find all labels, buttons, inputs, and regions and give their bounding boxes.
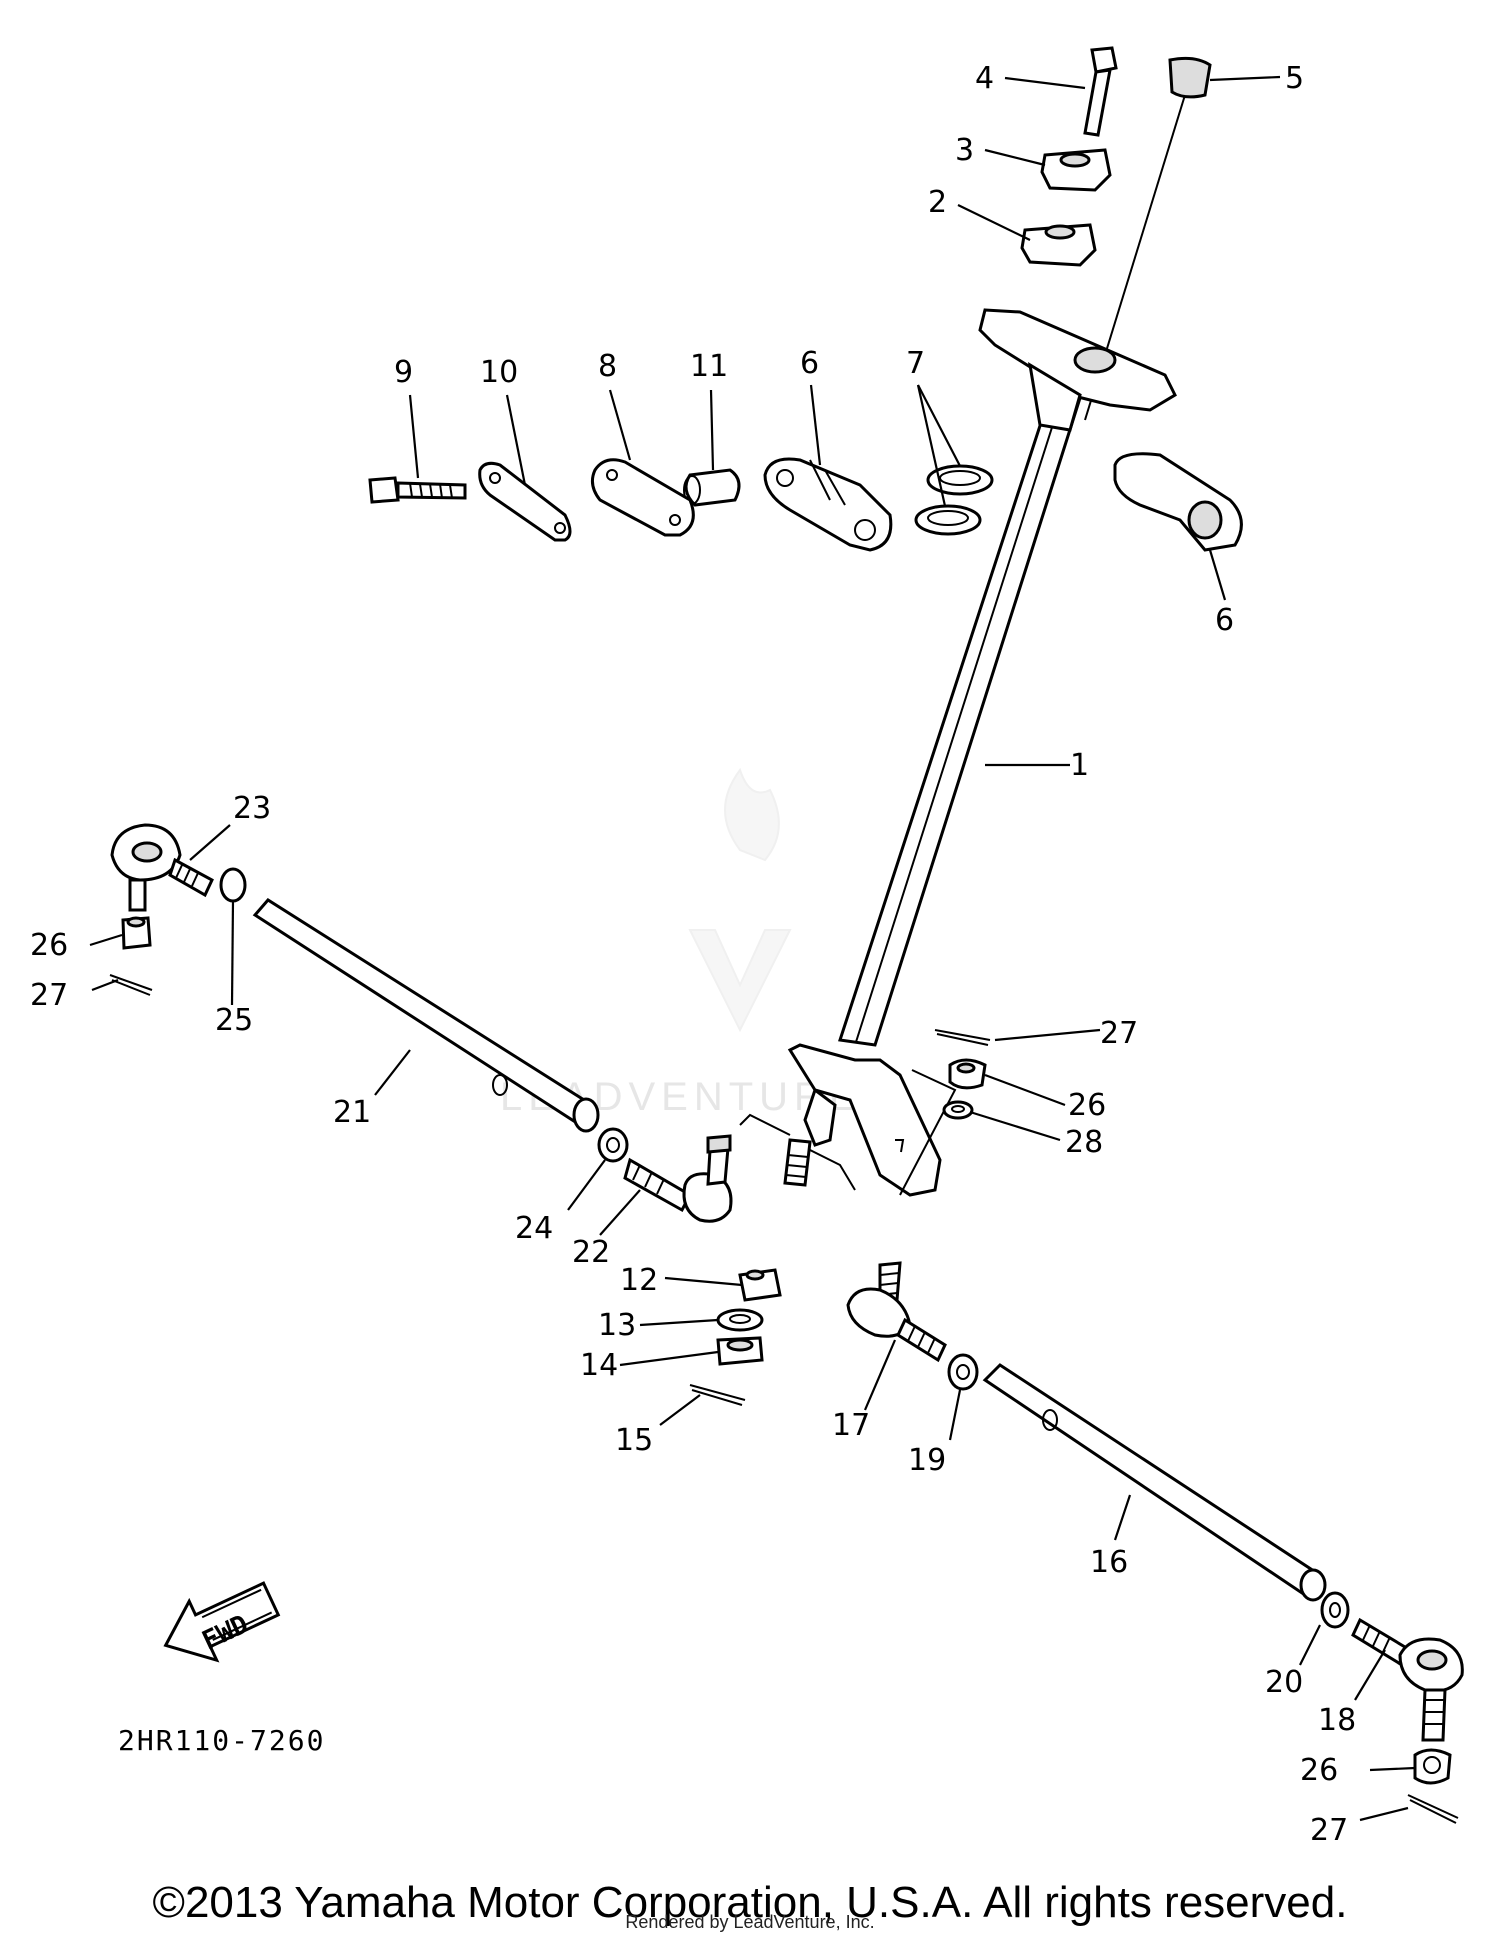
clamp-left xyxy=(763,457,893,552)
washer-13 xyxy=(716,1308,764,1332)
lock-plate-10 xyxy=(478,461,572,542)
nut-25 xyxy=(219,867,247,903)
callout-numbers: 4 5 3 2 9 10 8 11 6 7 6 1 23 26 27 25 27… xyxy=(30,61,1356,1848)
nut-20 xyxy=(1320,1591,1350,1629)
diagram-code: 2HR110-7260 xyxy=(118,1724,325,1757)
holder-lower xyxy=(1020,223,1097,267)
nut-14 xyxy=(716,1336,764,1366)
callout-9: 9 xyxy=(394,355,413,390)
watermark-logo xyxy=(688,767,792,1033)
tie-rod-end-22 xyxy=(623,1134,733,1223)
callout-12: 12 xyxy=(620,1263,658,1298)
callout-18: 18 xyxy=(1318,1703,1356,1738)
nut-26-right-upper xyxy=(948,1058,987,1090)
callout-8: 8 xyxy=(598,349,617,384)
cotter-pin-27-right-upper xyxy=(934,1029,991,1046)
nut-26-right-lower xyxy=(1413,1748,1452,1785)
callout-27-left: 27 xyxy=(30,978,68,1013)
callout-14: 14 xyxy=(580,1348,618,1383)
upper-bracket xyxy=(978,308,1177,432)
callout-4: 4 xyxy=(975,61,994,96)
callout-27-right-lower: 27 xyxy=(1310,1813,1348,1848)
cotter-pin-27-right-lower xyxy=(1407,1794,1459,1824)
callout-11: 11 xyxy=(690,349,728,384)
collar-11 xyxy=(683,468,741,507)
holder-upper xyxy=(1040,148,1112,192)
callout-15: 15 xyxy=(615,1423,653,1458)
callout-26-right-upper: 26 xyxy=(1068,1088,1106,1123)
shaft-stub xyxy=(783,1138,812,1187)
cotter-pin-27-left xyxy=(109,974,153,996)
pitman-arm xyxy=(787,1043,942,1197)
callout-26-left: 26 xyxy=(30,928,68,963)
callout-5: 5 xyxy=(1285,61,1304,96)
bushings-7 xyxy=(914,464,994,536)
leader-lines xyxy=(89,75,1416,1822)
callout-21: 21 xyxy=(333,1095,371,1130)
callout-17: 17 xyxy=(832,1408,870,1443)
callout-19: 19 xyxy=(908,1443,946,1478)
bolt-4 xyxy=(1083,46,1118,137)
cotter-pin-15 xyxy=(689,1384,746,1406)
callout-16: 16 xyxy=(1090,1545,1128,1580)
callout-10: 10 xyxy=(480,355,518,390)
callout-6-upper: 6 xyxy=(800,346,819,381)
plate-8 xyxy=(590,458,695,537)
tie-rod-end-23 xyxy=(110,823,214,912)
callout-23: 23 xyxy=(233,791,271,826)
callout-27-right-upper: 27 xyxy=(1100,1016,1138,1051)
callout-3: 3 xyxy=(955,133,974,168)
callout-2: 2 xyxy=(928,185,947,220)
callout-25: 25 xyxy=(215,1003,253,1038)
clamp-right xyxy=(1113,452,1243,552)
nut-12 xyxy=(738,1268,782,1302)
callout-26-right-lower: 26 xyxy=(1300,1753,1338,1788)
copyright-notice: ©2013 Yamaha Motor Corporation, U.S.A. A… xyxy=(152,1878,1348,1927)
nut-19 xyxy=(947,1353,979,1391)
callout-22: 22 xyxy=(572,1235,610,1270)
callout-28: 28 xyxy=(1065,1125,1103,1160)
nut-24 xyxy=(597,1127,629,1163)
bolt-9 xyxy=(368,476,467,504)
rendered-by: Rendered by LeadVenture, Inc. xyxy=(625,1912,875,1932)
callout-7: 7 xyxy=(906,346,925,381)
washer-28 xyxy=(942,1100,974,1120)
callout-24: 24 xyxy=(515,1211,553,1246)
tie-rod-right xyxy=(982,1363,1327,1602)
tie-rod-left xyxy=(252,898,600,1133)
callout-20: 20 xyxy=(1265,1665,1303,1700)
callout-13: 13 xyxy=(598,1308,636,1343)
fwd-arrow-icon xyxy=(163,1581,281,1663)
callout-6-right: 6 xyxy=(1215,603,1234,638)
cap-5 xyxy=(1168,56,1212,99)
nut-26-left xyxy=(121,916,152,950)
callout-1: 1 xyxy=(1070,748,1089,783)
tie-rod-end-17 xyxy=(846,1261,947,1363)
tie-rod-end-18 xyxy=(1351,1617,1464,1742)
